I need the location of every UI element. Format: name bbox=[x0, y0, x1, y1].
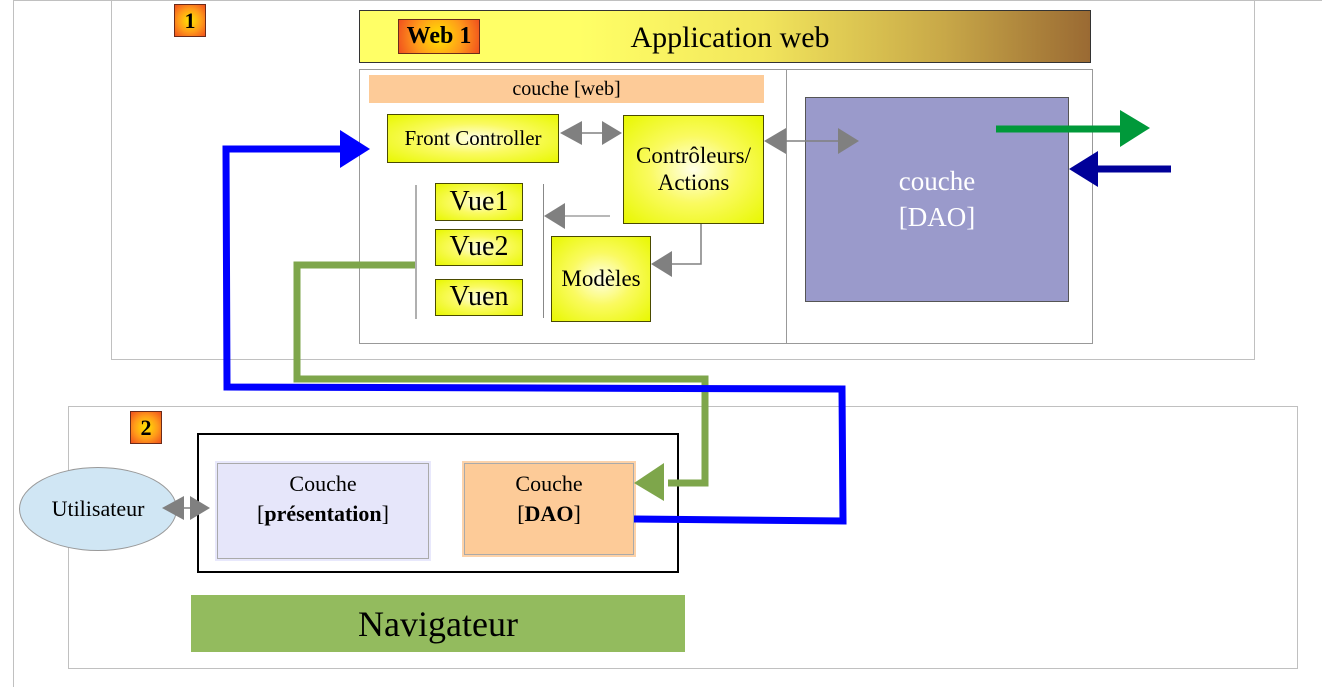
browser-dao-line1: Couche bbox=[515, 471, 583, 496]
controllers-label: Contrôleurs/ bbox=[636, 143, 751, 169]
actions-label: Actions bbox=[657, 169, 730, 195]
dao-layer-box: couche [DAO] bbox=[805, 97, 1069, 302]
application-web-title: Application web bbox=[560, 11, 900, 64]
user-label: Utilisateur bbox=[51, 496, 145, 521]
user-ellipse: Utilisateur bbox=[19, 467, 177, 551]
presentation-layer-line1: Couche bbox=[289, 471, 357, 496]
web-layer-label: couche [web] bbox=[369, 75, 764, 103]
section-2-badge: 2 bbox=[130, 411, 162, 444]
section-1-badge-text: 1 bbox=[184, 7, 196, 33]
models-box: Modèles bbox=[551, 236, 651, 322]
view-label-2: Vue2 bbox=[449, 231, 509, 263]
presentation-layer-name: présentation bbox=[264, 500, 382, 526]
web-layer-label-text: couche [web] bbox=[512, 77, 621, 100]
models-label: Modèles bbox=[561, 265, 641, 291]
view-label-1: Vue1 bbox=[449, 185, 509, 217]
view-box-n: Vuen bbox=[435, 279, 523, 316]
dao-layer-line1: couche bbox=[898, 166, 976, 197]
section-1-badge: 1 bbox=[174, 4, 206, 37]
web-1-badge-text: Web 1 bbox=[406, 23, 472, 49]
presentation-layer-line2: [présentation] bbox=[218, 499, 428, 529]
bracket-close: ] bbox=[381, 500, 389, 526]
dao-layer-line2: [DAO] bbox=[898, 201, 976, 232]
application-web-title-text: Application web bbox=[630, 20, 830, 54]
browser-dao-line2: [DAO] bbox=[465, 499, 633, 529]
browser-dao-name: DAO bbox=[524, 500, 574, 526]
bracket-open: [ bbox=[517, 500, 525, 526]
browser-dao-layer-box: Couche [DAO] bbox=[462, 461, 636, 557]
page-left-border bbox=[13, 0, 14, 687]
web-1-badge: Web 1 bbox=[398, 19, 480, 54]
browser-label: Navigateur bbox=[358, 603, 518, 644]
view-label-n: Vuen bbox=[449, 281, 509, 313]
views-right-bracket bbox=[543, 184, 544, 318]
view-box-2: Vue2 bbox=[435, 229, 523, 266]
front-controller-label: Front Controller bbox=[404, 126, 542, 151]
presentation-layer-box: Couche [présentation] bbox=[215, 461, 431, 561]
view-box-1: Vue1 bbox=[435, 183, 523, 221]
application-web-header: Web 1 Application web bbox=[359, 10, 1091, 63]
controllers-actions-box: Contrôleurs/ Actions bbox=[623, 115, 764, 224]
front-controller-box: Front Controller bbox=[387, 114, 559, 163]
views-left-bracket bbox=[415, 185, 417, 319]
bracket-close: ] bbox=[573, 500, 581, 526]
section-2-badge-text: 2 bbox=[140, 414, 152, 440]
layer-divider bbox=[786, 69, 787, 344]
browser-label-bar: Navigateur bbox=[191, 595, 685, 652]
